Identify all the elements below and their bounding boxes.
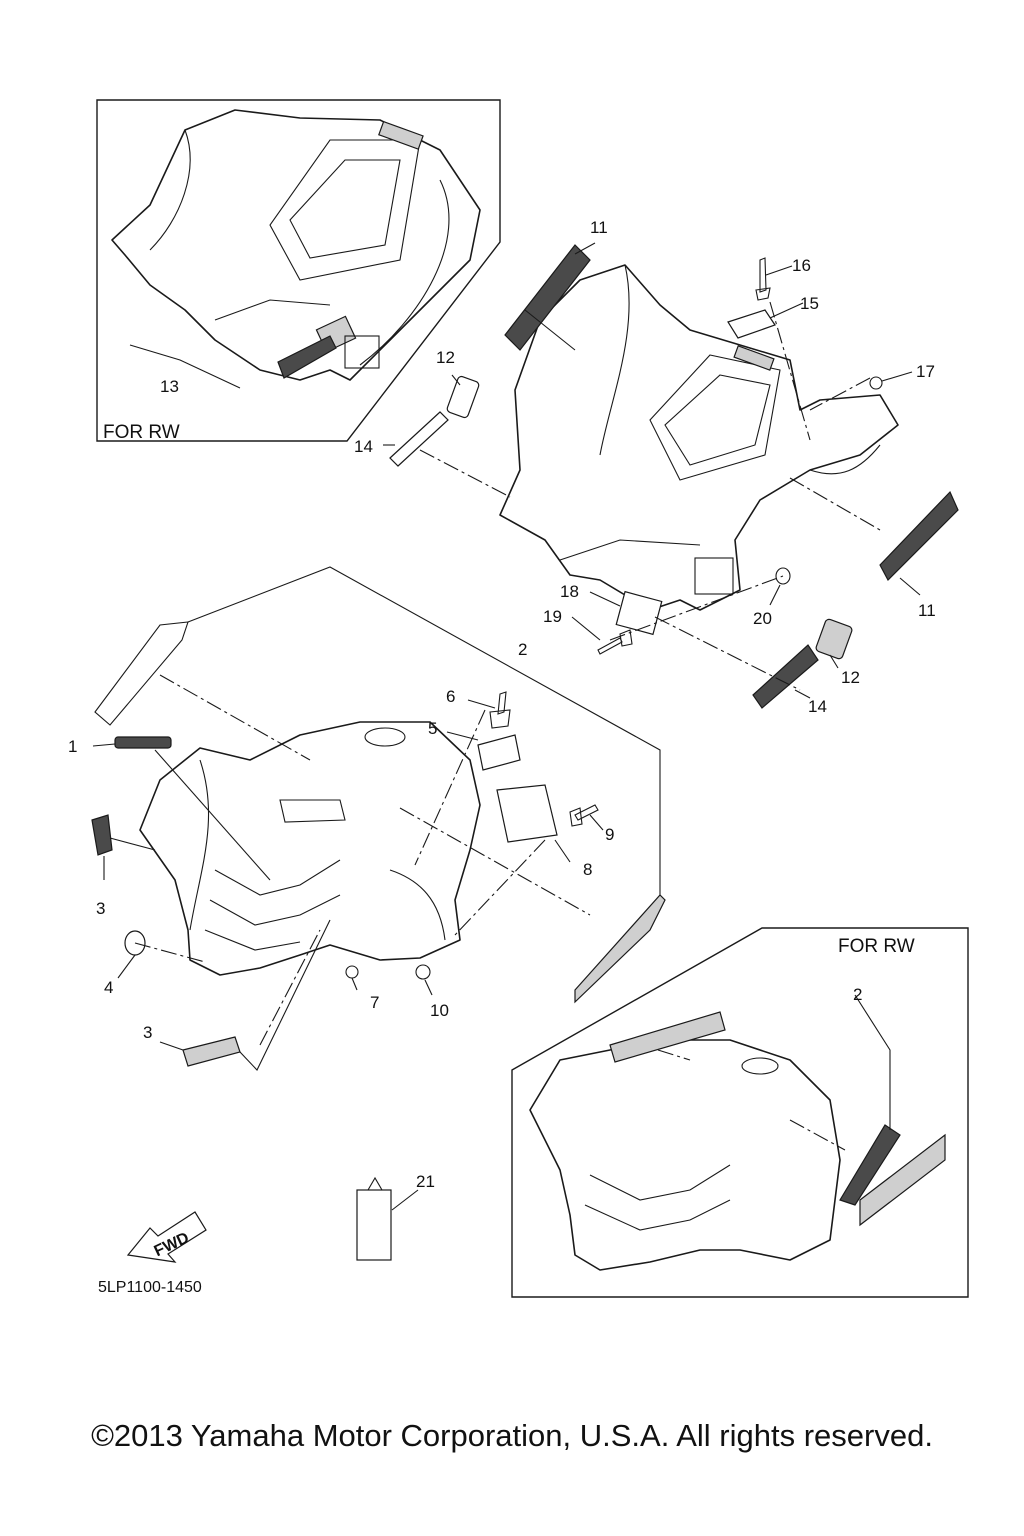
rivet-16 [755,257,771,301]
tag-21 [356,1189,392,1261]
callout-12b: 12 [841,668,860,687]
inset-label-bottom: FOR RW [838,936,915,957]
callout-19: 19 [543,607,562,626]
callout-21: 21 [416,1172,435,1191]
callout-6: 6 [446,687,455,706]
callout-7: 7 [370,993,379,1012]
callout-18: 18 [560,582,579,601]
front-fender-inset [529,1039,841,1271]
callout-17: 17 [916,362,935,381]
emblem-11-upper [504,244,591,351]
callout-1: 1 [68,737,77,756]
grommet-7 [345,965,359,979]
callout-2b: 2 [853,985,862,1004]
callout-16: 16 [792,256,811,275]
rivet-9 [569,804,599,827]
diagram-code: 5LP1100-1450 [98,1279,202,1296]
plate-18 [615,590,663,636]
rivet-6 [489,691,511,729]
decal-2-front [574,894,666,1004]
fwd-arrow [126,1211,207,1263]
emblem-1 [114,736,172,749]
callout-9: 9 [605,825,614,844]
rear-fender [499,264,899,611]
inset-front-fender-rw: FOR RW [511,927,969,1298]
grommet-17 [869,376,883,390]
callout-2: 2 [518,640,527,659]
plate-5 [477,734,521,771]
plate-15 [727,309,776,339]
callout-5: 5 [428,719,437,738]
callout-8: 8 [583,860,592,879]
callout-11b: 11 [918,601,936,620]
decal-14-right [752,644,819,709]
rear-fender-inset [111,109,481,381]
emblem-11-right [879,490,959,581]
decal-14-top [389,411,449,467]
inset-label-top: FOR RW [103,422,180,443]
callout-14a: 14 [354,437,373,456]
decals: FWD [91,244,959,1263]
callout-12a: 12 [436,348,455,367]
inset-box-top [96,99,501,442]
inset-rear-fender-rw: FOR RW [96,99,501,443]
rivet-19 [597,629,633,655]
callout-4: 4 [104,978,113,997]
callout-15: 15 [800,294,819,313]
copyright-notice: ©2013 Yamaha Motor Corporation, U.S.A. A… [91,1418,933,1453]
emblem-12-right [815,618,853,660]
parts-diagram: FOR RW FOR RW [68,99,969,1298]
callout-14b: 14 [808,697,827,716]
callout-10: 10 [430,1001,449,1020]
plate-8 [496,784,558,843]
callouts: 1 2 2 3 3 4 5 6 7 8 9 10 11 11 12 12 13 … [68,218,936,1191]
callout-3a: 3 [96,899,105,918]
callout-20: 20 [753,609,772,628]
callout-3b: 3 [143,1023,152,1042]
decal-3-side [91,814,113,856]
grommet-20 [775,567,791,585]
callout-11a: 11 [590,218,608,237]
front-fender [139,721,481,976]
emblem-12-top [446,375,480,419]
inset-box-bottom [511,927,969,1298]
callout-13: 13 [160,377,179,396]
alignment-lines [134,301,881,1151]
grommet-10 [415,964,431,980]
decal-3-bottom [182,1036,241,1067]
leader-lines [92,242,921,1211]
